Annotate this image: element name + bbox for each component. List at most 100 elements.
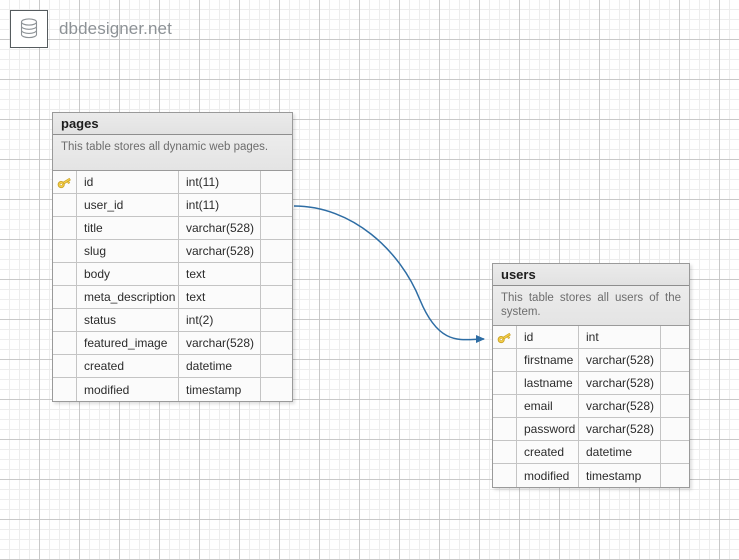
table-pages-title[interactable]: pages	[53, 113, 292, 135]
key-icon	[497, 332, 511, 343]
column-name: created	[77, 355, 179, 377]
table-pages-description: This table stores all dynamic web pages.	[53, 135, 292, 171]
table-row[interactable]: featured_image varchar(528)	[53, 332, 292, 355]
primary-key-cell	[53, 309, 77, 331]
table-row[interactable]: slug varchar(528)	[53, 240, 292, 263]
column-type: varchar(528)	[179, 240, 261, 262]
column-name: title	[77, 217, 179, 239]
table-users[interactable]: users This table stores all users of the…	[492, 263, 690, 488]
column-extra	[261, 332, 292, 354]
column-name: email	[517, 395, 579, 417]
primary-key-cell	[53, 194, 77, 216]
column-type: int	[579, 326, 661, 348]
column-extra	[261, 309, 292, 331]
brand-header: dbdesigner.net	[10, 10, 172, 48]
column-extra	[661, 418, 689, 440]
column-type: varchar(528)	[179, 217, 261, 239]
table-row[interactable]: created datetime	[493, 441, 689, 464]
column-name: featured_image	[77, 332, 179, 354]
column-type: timestamp	[579, 464, 661, 487]
column-extra	[661, 326, 689, 348]
table-row[interactable]: id int	[493, 326, 689, 349]
table-pages[interactable]: pages This table stores all dynamic web …	[52, 112, 293, 402]
column-name: modified	[77, 378, 179, 401]
column-name: status	[77, 309, 179, 331]
primary-key-cell	[53, 355, 77, 377]
column-type: text	[179, 286, 261, 308]
column-name: id	[517, 326, 579, 348]
table-users-title[interactable]: users	[493, 264, 689, 286]
column-extra	[661, 441, 689, 463]
table-row[interactable]: modified timestamp	[493, 464, 689, 487]
column-name: lastname	[517, 372, 579, 394]
column-name: firstname	[517, 349, 579, 371]
brand-title: dbdesigner.net	[59, 19, 172, 38]
primary-key-cell	[53, 263, 77, 285]
table-pages-columns: id int(11) user_id int(11) title varchar…	[53, 171, 292, 401]
table-row[interactable]: password varchar(528)	[493, 418, 689, 441]
column-extra	[661, 349, 689, 371]
column-extra	[261, 240, 292, 262]
column-extra	[661, 372, 689, 394]
primary-key-cell	[53, 217, 77, 239]
brand-logo-box[interactable]	[10, 10, 48, 48]
table-row[interactable]: created datetime	[53, 355, 292, 378]
primary-key-cell	[53, 332, 77, 354]
primary-key-cell	[493, 441, 517, 463]
column-extra	[261, 263, 292, 285]
primary-key-cell	[493, 464, 517, 487]
relationship-pages-users	[293, 205, 485, 344]
column-type: datetime	[179, 355, 261, 377]
column-type: timestamp	[179, 378, 261, 401]
column-name: meta_description	[77, 286, 179, 308]
column-name: user_id	[77, 194, 179, 216]
column-type: varchar(528)	[179, 332, 261, 354]
column-extra	[261, 194, 292, 216]
table-users-columns: id int firstname varchar(528) lastname v…	[493, 326, 689, 487]
column-type: int(11)	[179, 171, 261, 193]
database-cylinder-icon	[20, 18, 38, 39]
column-type: varchar(528)	[579, 395, 661, 417]
table-users-description: This table stores all users of the syste…	[493, 286, 689, 326]
column-name: id	[77, 171, 179, 193]
primary-key-cell	[53, 171, 77, 193]
column-extra	[261, 217, 292, 239]
column-extra	[261, 171, 292, 193]
column-name: created	[517, 441, 579, 463]
table-row[interactable]: body text	[53, 263, 292, 286]
primary-key-cell	[53, 286, 77, 308]
column-type: text	[179, 263, 261, 285]
primary-key-cell	[53, 378, 77, 401]
primary-key-cell	[493, 418, 517, 440]
column-name: body	[77, 263, 179, 285]
table-row[interactable]: status int(2)	[53, 309, 292, 332]
column-type: varchar(528)	[579, 349, 661, 371]
column-name: modified	[517, 464, 579, 487]
column-extra	[261, 378, 292, 401]
column-type: int(11)	[179, 194, 261, 216]
table-row[interactable]: modified timestamp	[53, 378, 292, 401]
column-extra	[261, 286, 292, 308]
column-extra	[661, 464, 689, 487]
primary-key-cell	[493, 349, 517, 371]
key-icon	[57, 177, 71, 188]
column-name: slug	[77, 240, 179, 262]
column-extra	[261, 355, 292, 377]
table-row[interactable]: id int(11)	[53, 171, 292, 194]
primary-key-cell	[53, 240, 77, 262]
primary-key-cell	[493, 326, 517, 348]
table-row[interactable]: firstname varchar(528)	[493, 349, 689, 372]
primary-key-cell	[493, 372, 517, 394]
table-row[interactable]: meta_description text	[53, 286, 292, 309]
column-type: varchar(528)	[579, 418, 661, 440]
table-row[interactable]: email varchar(528)	[493, 395, 689, 418]
column-name: password	[517, 418, 579, 440]
table-row[interactable]: title varchar(528)	[53, 217, 292, 240]
table-row[interactable]: lastname varchar(528)	[493, 372, 689, 395]
primary-key-cell	[493, 395, 517, 417]
column-type: int(2)	[179, 309, 261, 331]
column-extra	[661, 395, 689, 417]
table-row[interactable]: user_id int(11)	[53, 194, 292, 217]
column-type: varchar(528)	[579, 372, 661, 394]
